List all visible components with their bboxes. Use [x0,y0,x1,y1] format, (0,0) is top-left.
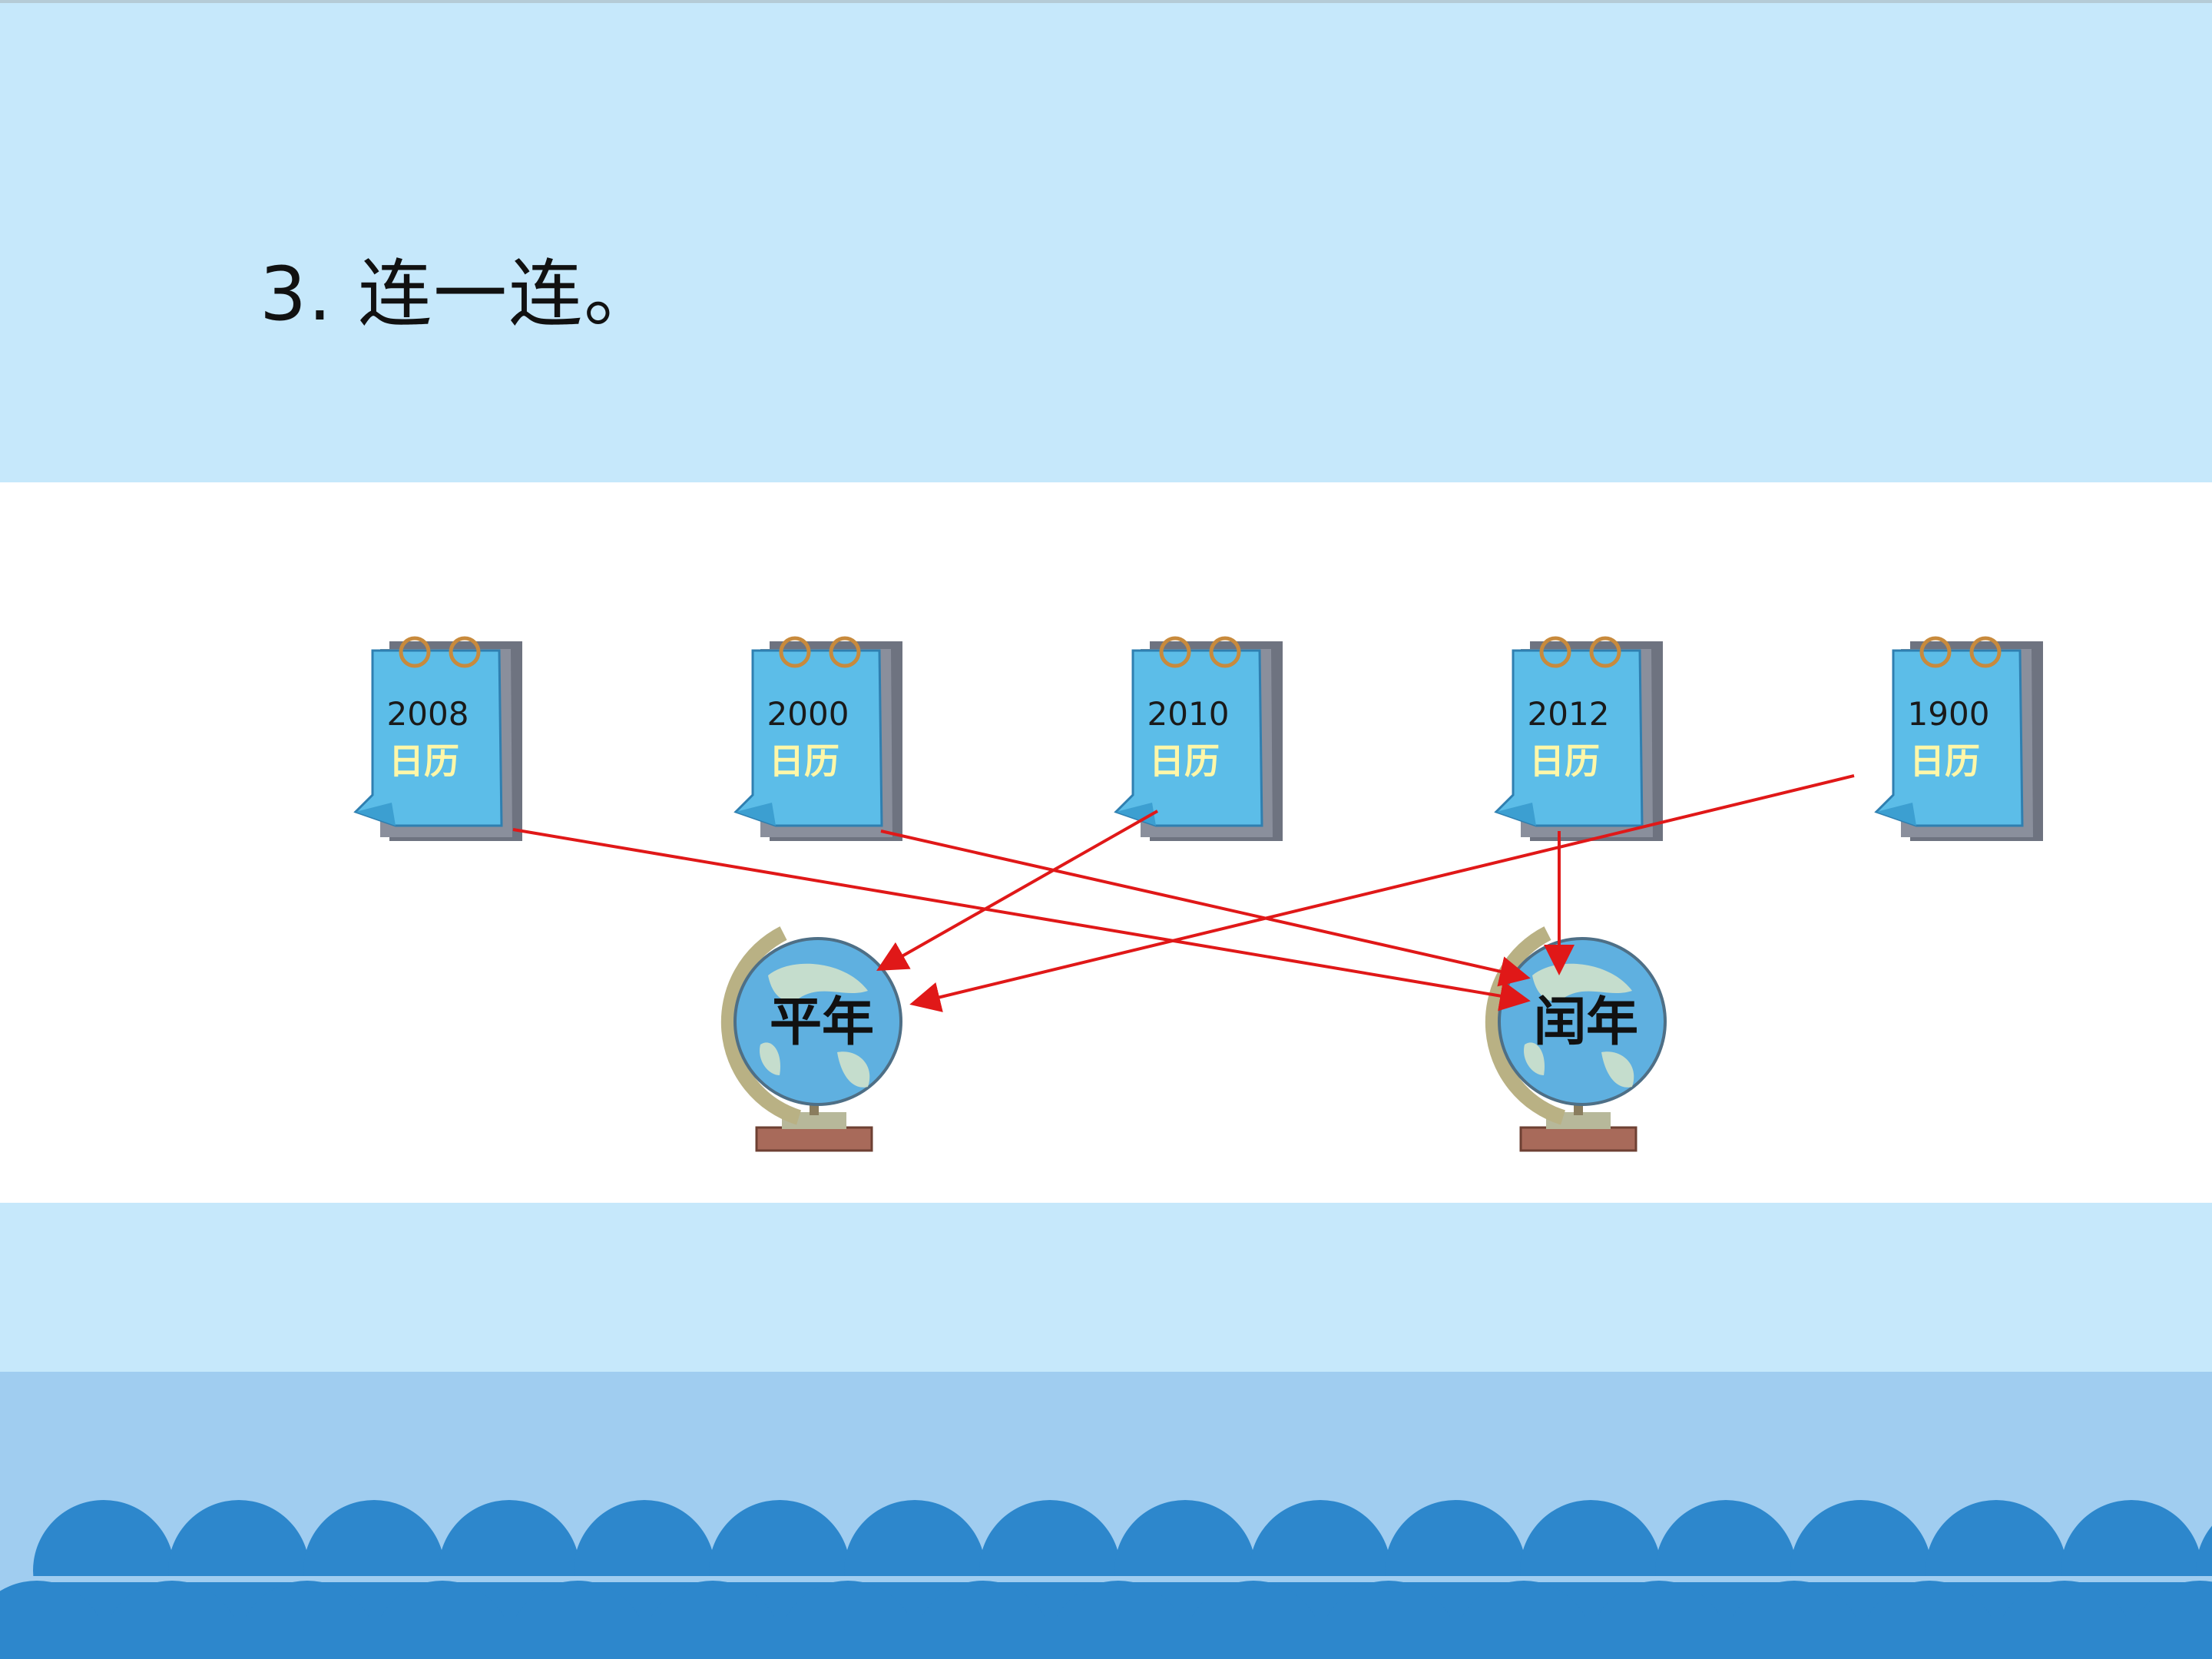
arrow-2000-to-leap-year [880,830,1531,987]
arrow-2008-to-leap-year [512,828,1531,1012]
calendar-label-text: 日历 [1909,740,1980,782]
exercise-panel [0,482,2212,1203]
calendar-2008[interactable]: 2008 日历 [353,636,522,841]
connection-arrows [512,774,1855,1012]
calendar-year-text: 2010 [1147,695,1230,733]
calendar-year-text: 2000 [767,695,849,733]
top-border-line [0,0,2212,3]
calendar-label-text: 日历 [1529,740,1600,782]
globe-label-text: 平年 [770,992,874,1053]
arrow-1900-to-common-year [909,774,1855,1012]
calendar-year-text: 2008 [387,695,469,733]
calendar-1900[interactable]: 1900 日历 [1874,636,2043,841]
calendar-year-text: 2012 [1528,695,1610,733]
calendar-2000[interactable]: 2000 日历 [733,636,902,841]
globe-leap-year[interactable]: 闰年 [1485,926,1667,1152]
top-band [0,0,2212,482]
slide-title: 3. 连一连。 [260,251,660,337]
globe-common-year[interactable]: 平年 [720,926,902,1152]
lower-band [0,1203,2212,1372]
arrow-2010-to-common-year [876,810,1158,971]
calendar-group: 2008 日历 2000 日历 2010 日历 [353,636,2043,841]
wave-decoration [0,1500,2212,1659]
calendar-2010[interactable]: 2010 日历 [1114,636,1283,841]
calendar-label-text: 日历 [769,740,839,782]
globe-group: 平年 闰年 [720,926,1667,1152]
globe-label-text: 闰年 [1534,992,1638,1053]
wave-base [0,1617,2212,1659]
calendar-label-text: 日历 [1149,740,1220,782]
calendar-label-text: 日历 [389,740,459,782]
wave-gap [0,1576,2212,1582]
calendar-year-text: 1900 [1908,695,1990,733]
calendar-2012[interactable]: 2012 日历 [1494,636,1663,841]
